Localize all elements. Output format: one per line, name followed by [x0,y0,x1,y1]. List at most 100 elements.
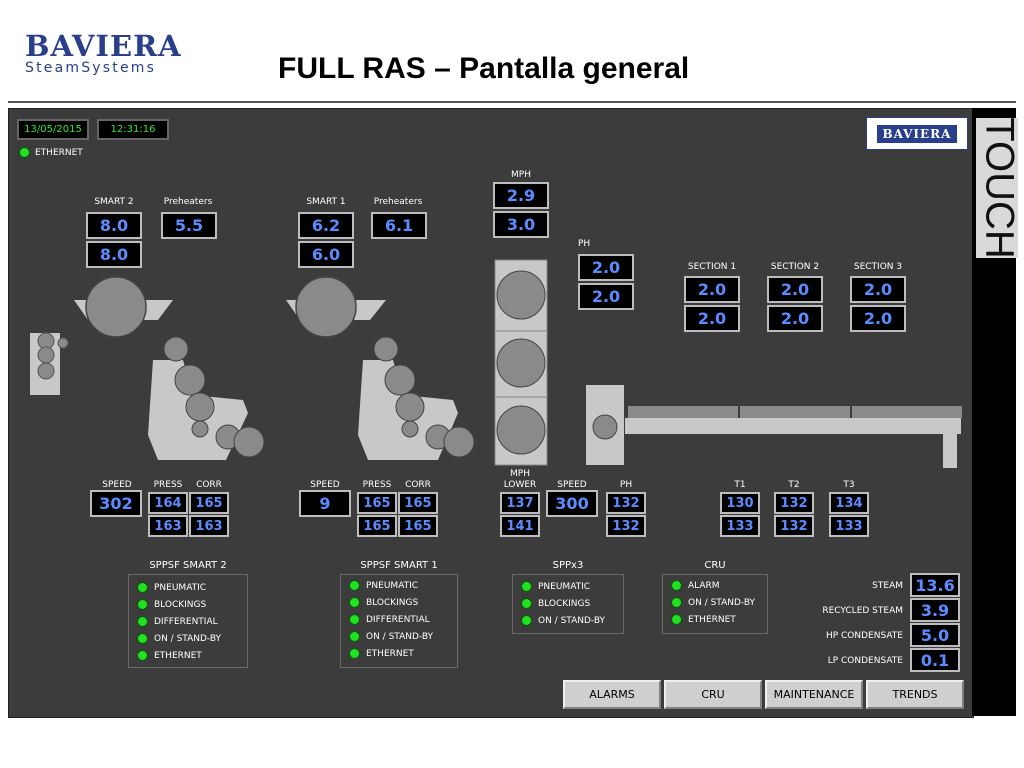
line2-speed-label: SPEED [102,480,132,490]
recycled-steam-value: 3.9 [910,598,960,622]
line1-press-value1: 165 [357,492,397,514]
sppsf-smart2-title: SPPSF SMART 2 [149,560,227,571]
mph-value1: 2.9 [493,182,549,209]
smart2-value2: 8.0 [86,241,142,268]
status-label: DIFFERENTIAL [154,616,218,627]
machine-logo-text: BAVIERA [876,124,958,143]
line3-speed-label: SPEED [557,480,587,490]
section2-value1: 2.0 [767,276,823,303]
status-label: ON / STAND-BY [154,633,222,644]
section1-value2: 2.0 [684,305,740,332]
section3-value2: 2.0 [850,305,906,332]
baviera-logo: BAVIERA SteamSystems [25,32,182,77]
line3-ph-label: PH [619,480,633,490]
status-row: PNEUMATIC [349,577,457,594]
section3-value1: 2.0 [850,276,906,303]
hp-condensate-label: HP CONDENSATE [825,631,903,641]
status-led [137,616,148,627]
ethernet-label: ETHERNET [35,148,83,158]
sppsf-smart1-title: SPPSF SMART 1 [360,560,438,571]
smart1-value1: 6.2 [298,212,354,239]
recycled-steam-label: RECYCLED STEAM [822,606,903,616]
status-row: ON / STAND-BY [349,628,457,645]
cru-button[interactable]: CRU [664,680,762,709]
steam-label: STEAM [872,581,903,591]
ethernet-led [19,147,30,158]
t1-label: T1 [734,480,746,490]
smart2-preheaters-label: Preheaters [163,197,213,207]
section1-value1: 2.0 [684,276,740,303]
status-led [349,580,360,591]
line1-corr-value2: 165 [398,515,438,537]
machine-diagram [30,259,962,468]
lp-condensate-label: LP CONDENSATE [827,656,903,666]
status-led [521,615,532,626]
touch-label: TOUCH [977,118,1018,258]
t1-value2: 133 [720,515,760,537]
status-led [137,599,148,610]
smart1-preheaters-label: Preheaters [373,197,423,207]
status-led [671,614,682,625]
line1-corr-label: CORR [405,480,431,490]
status-label: ALARM [688,580,720,591]
line1-press-label: PRESS [362,480,392,490]
line3-ph-value1: 132 [606,492,646,514]
status-label: ETHERNET [688,614,736,625]
status-row: BLOCKINGS [521,595,623,612]
smart1-label: SMART 1 [306,197,346,207]
status-row: ETHERNET [349,645,457,662]
status-led [521,581,532,592]
section2-label: SECTION 2 [770,262,820,272]
status-label: ON / STAND-BY [366,631,434,642]
cru-title: CRU [704,560,726,571]
t3-value1: 134 [829,492,869,514]
smart2-value1: 8.0 [86,212,142,239]
line3-mph-label: MPH [510,469,530,479]
cru-panel: ALARM ON / STAND-BY ETHERNET [662,574,768,634]
status-led [349,631,360,642]
line3-lower-value2: 141 [500,515,540,537]
status-label: PNEUMATIC [538,581,591,592]
line2-press-label: PRESS [153,480,183,490]
line2-corr-value1: 165 [189,492,229,514]
machine-logo: BAVIERA [866,117,968,150]
t3-label: T3 [843,480,855,490]
status-led [137,650,148,661]
sppx3-title: SPPx3 [552,560,584,571]
t2-label: T2 [788,480,800,490]
status-row: ON / STAND-BY [521,612,623,629]
smart1-preheaters-value: 6.1 [371,212,427,239]
status-led [521,598,532,609]
mph-value2: 3.0 [493,211,549,238]
status-led [349,597,360,608]
section2-value2: 2.0 [767,305,823,332]
status-row: PNEUMATIC [137,579,247,596]
status-label: BLOCKINGS [154,599,207,610]
sppx3-panel: PNEUMATIC BLOCKINGS ON / STAND-BY [512,574,624,634]
line3-lower-label: LOWER [503,480,537,490]
mph-tower [494,259,548,466]
smart1-value2: 6.0 [298,241,354,268]
status-led [137,633,148,644]
smart2-label: SMART 2 [94,197,134,207]
line2-corr-value2: 163 [189,515,229,537]
ph-value1: 2.0 [578,254,634,281]
t2-value1: 132 [774,492,814,514]
ph-label: PH [578,239,591,249]
status-label: DIFFERENTIAL [366,614,430,625]
line2-press-value1: 164 [148,492,188,514]
status-row: ALARM [671,577,767,594]
ph-value2: 2.0 [578,283,634,310]
maintenance-button[interactable]: MAINTENANCE [765,680,863,709]
alarms-button[interactable]: ALARMS [563,680,661,709]
status-row: ETHERNET [671,611,767,628]
page-title: FULL RAS – Pantalla general [278,52,690,85]
smart1-machine [286,276,475,460]
status-led [349,648,360,659]
status-row: DIFFERENTIAL [349,611,457,628]
line1-press-value2: 165 [357,515,397,537]
trends-button[interactable]: TRENDS [866,680,964,709]
line3-ph-value2: 132 [606,515,646,537]
line2-press-value2: 163 [148,515,188,537]
status-row: DIFFERENTIAL [137,613,247,630]
